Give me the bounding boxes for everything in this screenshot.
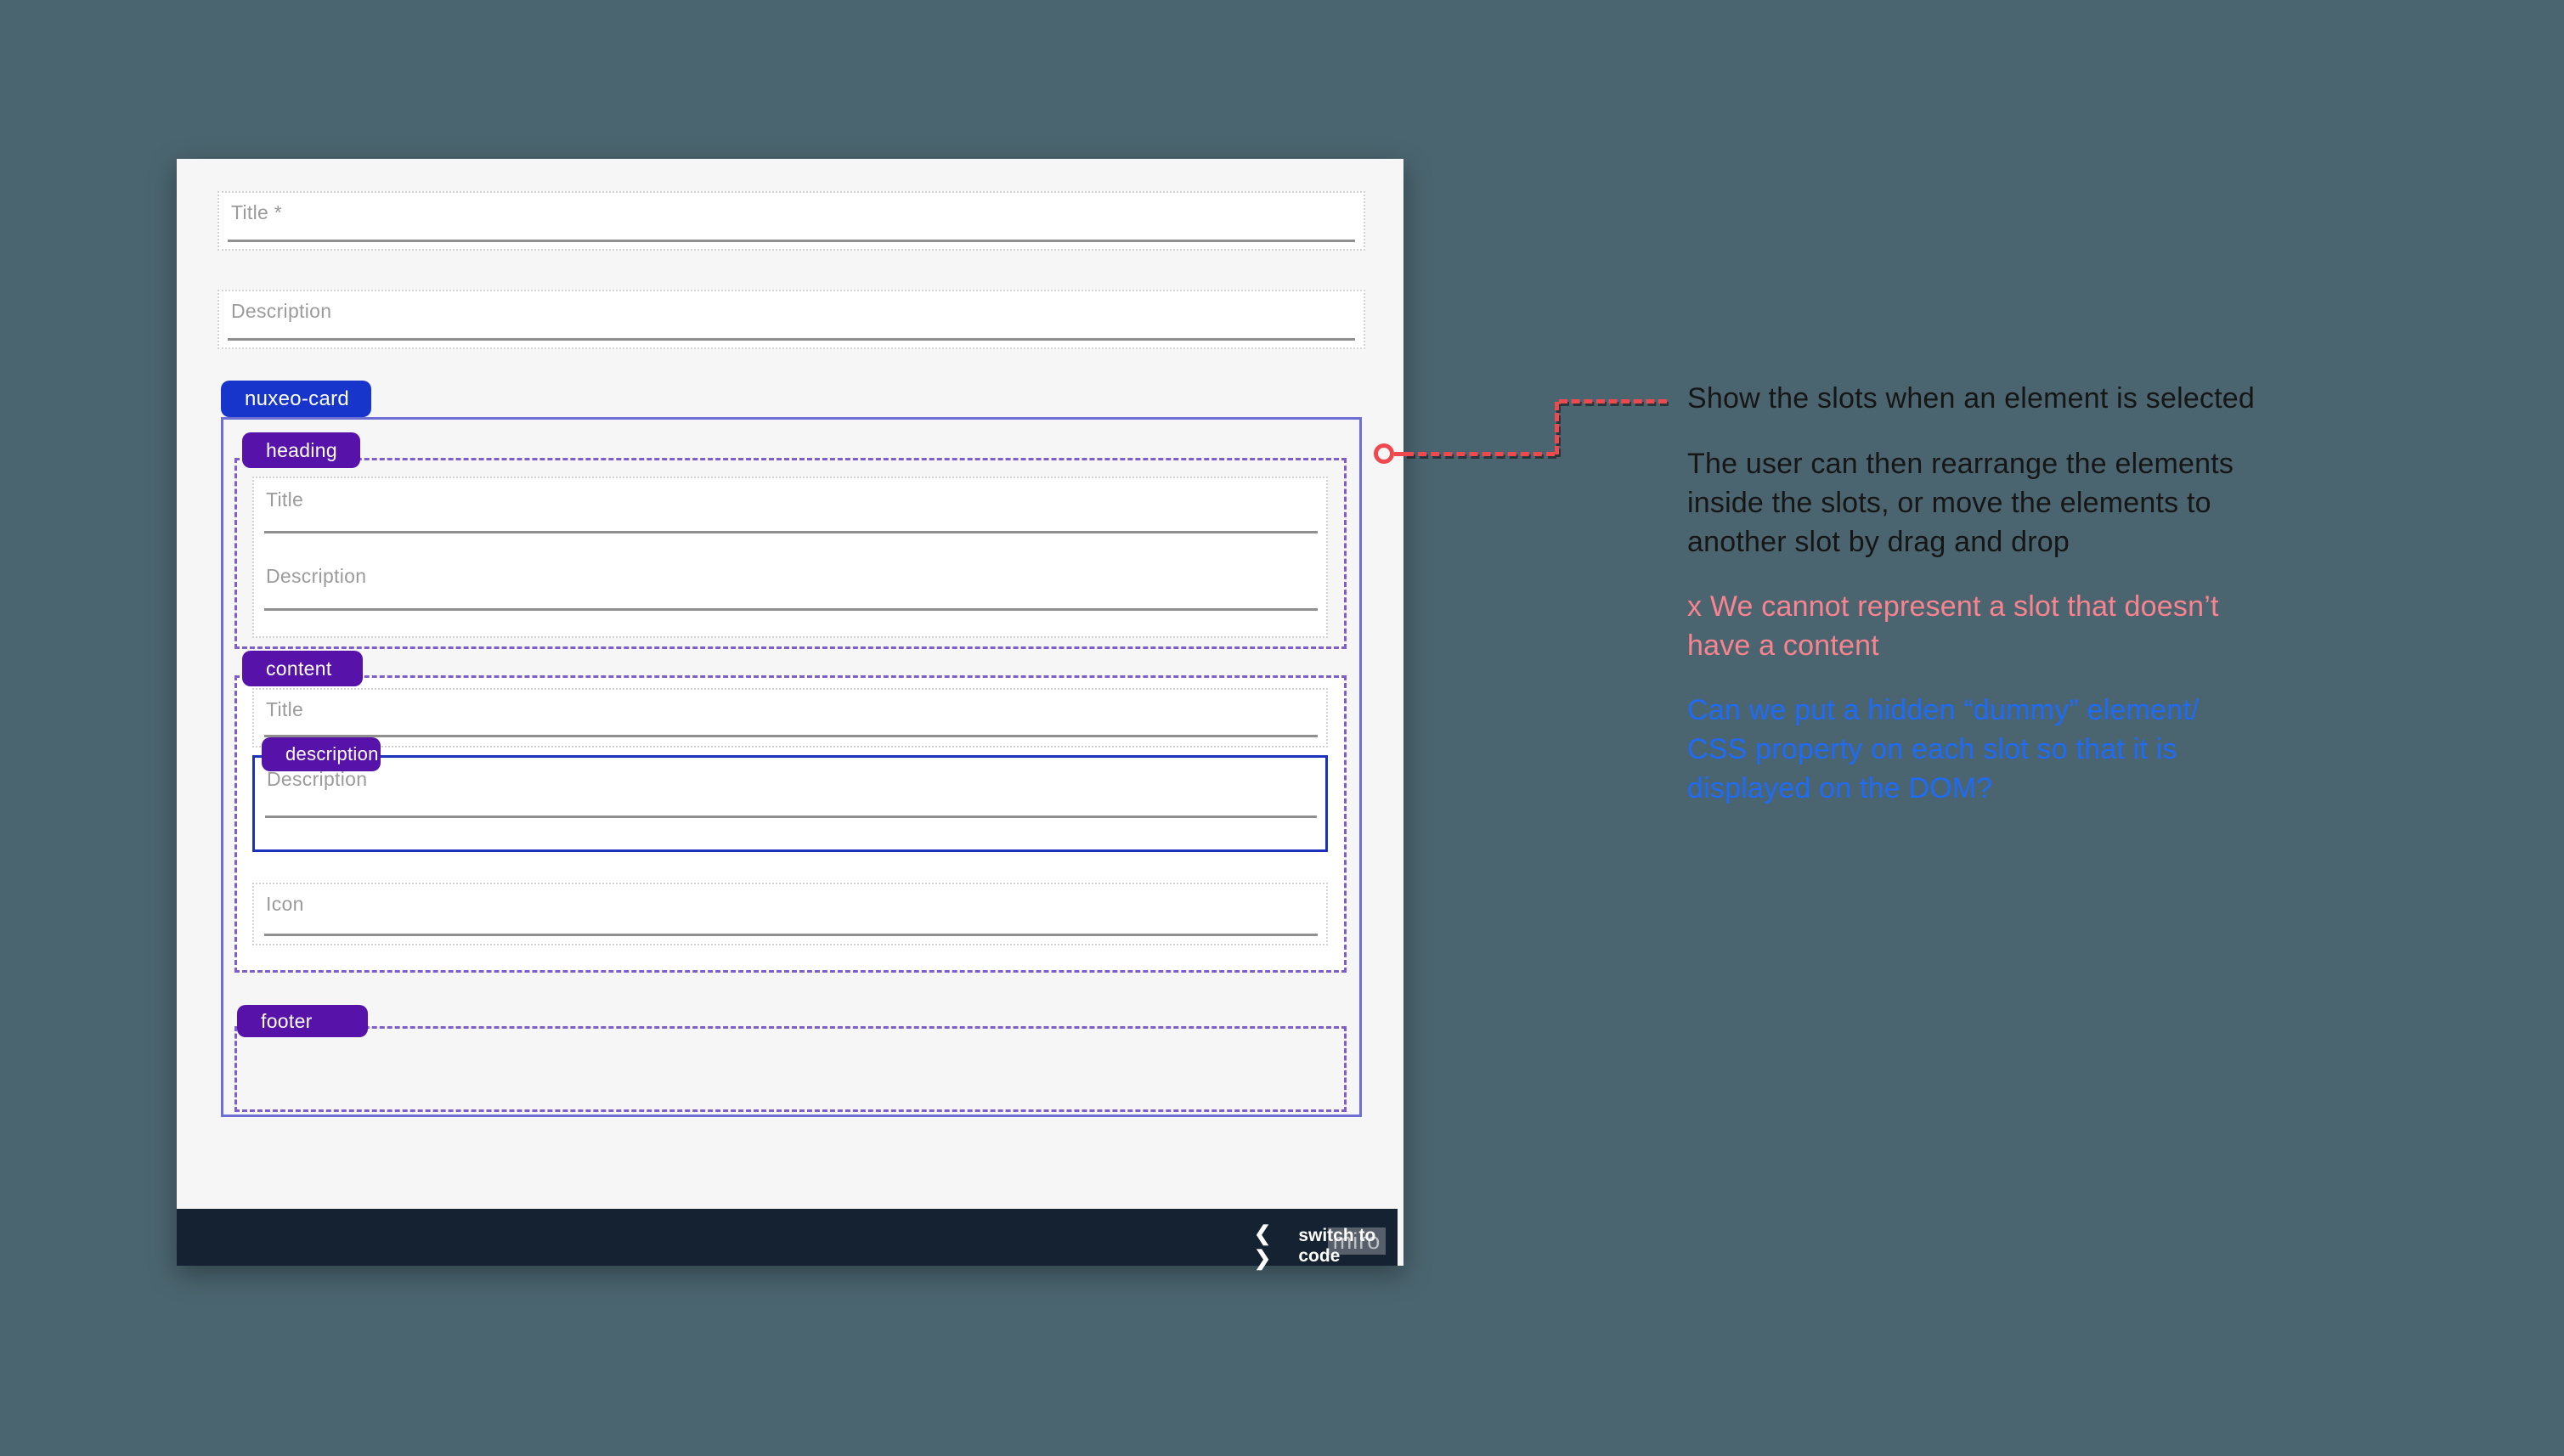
input-underline: [228, 240, 1355, 242]
note-line: have a content: [1687, 629, 1879, 662]
code-icon: ❮ ❯: [1254, 1222, 1274, 1270]
nuxeo-card-badge-label: nuxeo-card: [245, 387, 350, 410]
description-element-badge[interactable]: description: [262, 737, 381, 771]
content-slot[interactable]: Title description Description Icon: [234, 675, 1347, 973]
input-underline: [264, 608, 1318, 611]
miro-watermark[interactable]: miro: [1328, 1227, 1386, 1255]
content-icon-field[interactable]: Icon: [252, 883, 1328, 945]
note-line: displayed on the DOM?: [1687, 772, 1993, 804]
note-dummy-element[interactable]: Can we put a hidden “dummy” element/ CSS…: [1687, 691, 2200, 808]
footer-slot[interactable]: [234, 1026, 1347, 1112]
input-underline: [264, 735, 1318, 737]
input-underline: [228, 338, 1355, 341]
note-line: another slot by drag and drop: [1687, 526, 2070, 558]
description-element-badge-label: description: [285, 743, 379, 765]
content-title-field[interactable]: Title: [252, 688, 1328, 748]
note-line: CSS property on each slot so that it is: [1687, 733, 2177, 765]
connector-line-vertical: [1555, 402, 1559, 454]
connector-line-horizontal-2: [1559, 399, 1667, 404]
input-underline: [265, 815, 1317, 818]
heading-slot-badge-label: heading: [266, 438, 337, 461]
heading-title-label: Title: [266, 488, 304, 511]
note-line: inside the slots, or move the elements t…: [1687, 487, 2211, 519]
preview-title-label: Title *: [231, 201, 283, 223]
connector-line-horizontal-1: [1405, 452, 1555, 456]
footer-slot-badge-label: footer: [261, 1009, 313, 1032]
content-icon-label: Icon: [266, 893, 304, 915]
content-slot-badge-label: content: [266, 657, 332, 680]
content-description-field-selected[interactable]: Description: [252, 755, 1328, 852]
footer-slot-badge[interactable]: footer: [237, 1005, 368, 1037]
preview-description-field[interactable]: Description: [217, 290, 1365, 349]
note-line: x We cannot represent a slot that doesn’…: [1687, 590, 2219, 623]
nuxeo-card-badge[interactable]: nuxeo-card: [221, 381, 371, 417]
content-title-label: Title: [266, 698, 304, 720]
heading-slot[interactable]: Title Description: [234, 458, 1347, 649]
miro-watermark-label: miro: [1332, 1227, 1381, 1254]
input-underline: [264, 934, 1318, 936]
note-rearrange[interactable]: The user can then rearrange the elements…: [1687, 444, 2234, 562]
heading-fields-group[interactable]: Title Description: [252, 477, 1328, 638]
input-underline: [264, 531, 1318, 533]
note-line: The user can then rearrange the elements: [1687, 448, 2234, 480]
note-cannot-represent[interactable]: x We cannot represent a slot that doesn’…: [1687, 587, 2219, 665]
preview-title-field[interactable]: Title *: [217, 191, 1365, 251]
preview-description-label: Description: [231, 300, 332, 322]
note-line: Can we put a hidden “dummy” element/: [1687, 694, 2200, 726]
content-slot-badge[interactable]: content: [242, 651, 363, 686]
bottom-bar: ❮ ❯ switch to code miro: [177, 1209, 1398, 1270]
heading-slot-badge[interactable]: heading: [242, 432, 360, 468]
nuxeo-card-outline[interactable]: heading Title Description content Title: [221, 417, 1362, 1117]
connector-endpoint-circle: [1374, 443, 1394, 464]
connector-stub: [1394, 452, 1405, 456]
design-canvas: Title * Description nuxeo-card heading T…: [177, 159, 1403, 1270]
switch-to-code-label: switch to code: [1298, 1226, 1376, 1266]
switch-to-code-button[interactable]: ❮ ❯ switch to code: [1254, 1222, 1398, 1271]
content-description-label: Description: [267, 768, 368, 790]
heading-description-label: Description: [266, 565, 367, 587]
note-show-slots[interactable]: Show the slots when an element is select…: [1687, 382, 2255, 415]
